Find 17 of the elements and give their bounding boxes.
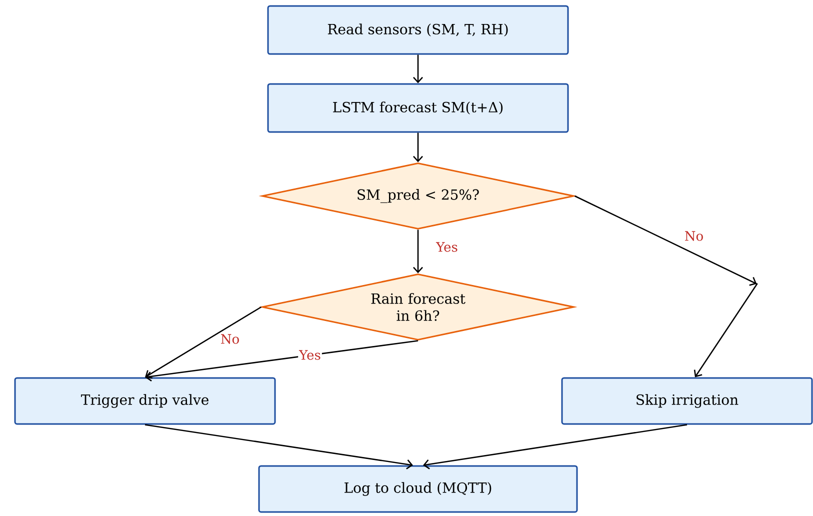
arrow: [145, 340, 418, 382]
arrow: [413, 54, 423, 84]
arrow: [574, 195, 758, 378]
edge-label: Yes: [435, 241, 459, 253]
process-box: Read sensors (SM, T, RH): [267, 5, 569, 55]
process-box: LSTM forecast SM(t+Δ): [267, 83, 569, 133]
process-box: Log to cloud (MQTT): [258, 465, 578, 513]
process-box: Skip irrigation: [561, 377, 813, 425]
edge-label: No: [219, 333, 241, 345]
arrow: [145, 306, 262, 379]
edge-label: Yes: [298, 349, 322, 361]
edge-label: No: [683, 230, 705, 242]
arrow: [413, 132, 423, 162]
arrow: [423, 424, 688, 470]
arrow: [144, 424, 413, 470]
arrow: [413, 230, 423, 274]
process-box: Trigger drip valve: [14, 377, 276, 425]
